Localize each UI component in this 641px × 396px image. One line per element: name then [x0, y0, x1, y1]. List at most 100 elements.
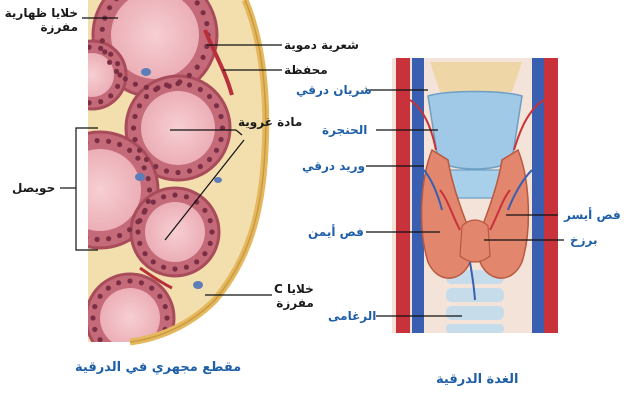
cell-nucleus [73, 230, 78, 235]
cell-nucleus [153, 87, 158, 92]
cell-nucleus [172, 266, 177, 271]
cell-nucleus [135, 229, 140, 234]
cell-nucleus [51, 204, 56, 209]
cell-nucleus [208, 241, 213, 246]
cell-nucleus [153, 164, 158, 169]
cell-nucleus [157, 294, 162, 299]
cell-nucleus [195, 65, 200, 70]
cell-nucleus [117, 72, 122, 77]
cell-nucleus [202, 251, 207, 256]
cell-nucleus [67, 89, 72, 94]
cell-nucleus [107, 5, 112, 10]
cell-nucleus [175, 81, 180, 86]
cell-nucleus [137, 218, 142, 223]
cell-nucleus [62, 78, 67, 83]
cell-nucleus [172, 192, 177, 197]
cell-nucleus [62, 67, 67, 72]
cell-nucleus [92, 304, 97, 309]
cell-nucleus [149, 345, 154, 350]
cell-nucleus [187, 168, 192, 173]
cell-nucleus [139, 351, 144, 356]
cell-nucleus [106, 345, 111, 350]
cell-nucleus [218, 114, 223, 119]
label-isthmus: برزخ [570, 233, 598, 247]
cell-nucleus [115, 84, 120, 89]
cell-nucleus [137, 241, 142, 246]
cell-nucleus [127, 148, 132, 153]
cell-nucleus [144, 157, 149, 162]
cell-nucleus [214, 103, 219, 108]
cell-nucleus [195, 0, 200, 5]
label-colloid: مادة غروية [238, 115, 302, 129]
cell-nucleus [208, 218, 213, 223]
cell-nucleus [83, 235, 88, 240]
cell-nucleus [146, 176, 151, 181]
label-follicle: حويصل [12, 181, 55, 195]
cell-nucleus [117, 233, 122, 238]
cell-nucleus [98, 99, 103, 104]
cell-nucleus [137, 103, 142, 108]
label-c-cells: C خلايا مفرزة [274, 282, 314, 310]
cell-nucleus [108, 93, 113, 98]
cell-nucleus [187, 73, 192, 78]
label-right-lobe: فص أيمن [308, 225, 364, 239]
cell-nucleus [164, 168, 169, 173]
cell-nucleus [201, 55, 206, 60]
cell-nucleus [198, 164, 203, 169]
cell-nucleus [123, 76, 128, 81]
cell-nucleus [132, 114, 137, 119]
cell-nucleus [149, 286, 154, 291]
cell-nucleus [204, 21, 209, 26]
cell-nucleus [132, 137, 137, 142]
cell-nucleus [194, 259, 199, 264]
caption-gland: الغدة الدرقية [436, 372, 518, 387]
cell-nucleus [143, 208, 148, 213]
label-epithelial-cells: خلايا ظهارية مفرزة [2, 6, 78, 34]
cell-nucleus [117, 142, 122, 147]
cell-nucleus [175, 170, 180, 175]
label-capillary: شعرية دموية [284, 38, 359, 52]
cell-nucleus [164, 315, 169, 320]
cell-nucleus [73, 145, 78, 150]
label-thyroid-vein: وريد درقي [302, 159, 365, 173]
cell-nucleus [75, 97, 80, 102]
cell-nucleus [56, 160, 61, 165]
cell-nucleus [63, 151, 68, 156]
cell-nucleus [115, 61, 120, 66]
cell-nucleus [151, 259, 156, 264]
cell-nucleus [137, 148, 142, 153]
cell-nucleus [127, 352, 132, 357]
cell-nucleus [106, 139, 111, 144]
cell-nucleus [146, 199, 151, 204]
cell-nucleus [207, 94, 212, 99]
cell-nucleus [63, 223, 68, 228]
cell-nucleus [51, 171, 56, 176]
cell-nucleus [163, 304, 168, 309]
cell-nucleus [207, 157, 212, 162]
cell-nucleus [201, 10, 206, 15]
cell-nucleus [214, 148, 219, 153]
cell-nucleus [127, 278, 132, 283]
cell-nucleus [187, 82, 192, 87]
cell-nucleus [98, 337, 103, 342]
label-left-lobe: فص أيسر [564, 208, 621, 222]
cell-nucleus [161, 194, 166, 199]
cell-nucleus [198, 87, 203, 92]
isthmus-shape [460, 220, 490, 262]
cell-nucleus [92, 327, 97, 332]
cell-nucleus [144, 85, 149, 90]
cell-nucleus [218, 137, 223, 142]
thyroid-gland-illustration [392, 58, 558, 333]
cell-nucleus [147, 187, 152, 192]
cell-nucleus [102, 49, 107, 54]
cell-nucleus [90, 315, 95, 320]
cell-nucleus [107, 60, 112, 65]
cell-nucleus [131, 125, 136, 130]
label-larynx: الحنجرة [322, 123, 367, 137]
cell-nucleus [98, 294, 103, 299]
label-capsule: محفظة [284, 63, 328, 77]
cell-nucleus [143, 251, 148, 256]
cell-nucleus [95, 237, 100, 242]
cell-nucleus [87, 45, 92, 50]
label-thyroid-artery: شريان درقي [296, 83, 372, 97]
